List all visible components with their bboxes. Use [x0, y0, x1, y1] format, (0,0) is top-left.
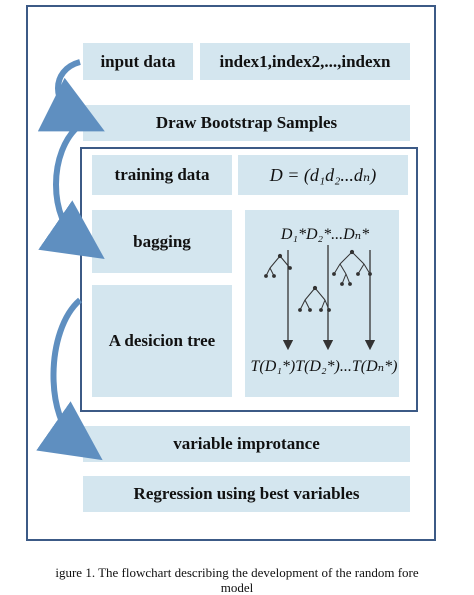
curved-arrow-3 — [36, 297, 103, 461]
index-box: index1,index2,...,indexn — [200, 43, 410, 80]
input-data-label: input data — [100, 51, 176, 71]
figure-caption: igure 1. The flowchart describing the de… — [0, 565, 474, 595]
index-label: index1,index2,...,indexn — [219, 51, 391, 71]
mini-tree-2 — [298, 285, 331, 312]
curved-arrow-2 — [38, 122, 105, 260]
regression-label: Regression using best variables — [133, 484, 360, 503]
input-data-box: input data — [83, 43, 193, 80]
samples-formula: D₁*D₂*...Dₙ* — [280, 226, 370, 243]
decision-tree-label: A desicion tree — [108, 331, 216, 350]
variable-importance-box: variable improtance — [83, 426, 410, 462]
mini-tree-3 — [332, 249, 372, 286]
bagging-box: bagging — [92, 210, 232, 273]
variable-importance-label: variable improtance — [173, 434, 320, 453]
bootstrap-box: Draw Bootstrap Samples — [83, 105, 410, 141]
dataset-formula-box: D = (d₁d₂...dₙ) — [238, 155, 408, 195]
training-data-label: training data — [114, 165, 210, 184]
decision-tree-box: A desicion tree — [92, 285, 232, 397]
dataset-formula: D = (d₁d₂...dₙ) — [269, 164, 377, 185]
curved-arrow-1 — [37, 59, 105, 132]
regression-box: Regression using best variables — [83, 476, 410, 512]
caption-line-2: model — [220, 580, 254, 595]
bagging-label: bagging — [133, 231, 191, 251]
caption-line-1: igure 1. The flowchart describing the de… — [55, 565, 419, 580]
forest-panel — [245, 210, 399, 397]
trees-formula: T(D₁*)T(D₂*)...T(Dₙ*) — [250, 358, 398, 375]
training-data-box: training data — [92, 155, 232, 195]
bootstrap-label: Draw Bootstrap Samples — [155, 113, 338, 132]
mini-tree-1 — [264, 253, 292, 278]
